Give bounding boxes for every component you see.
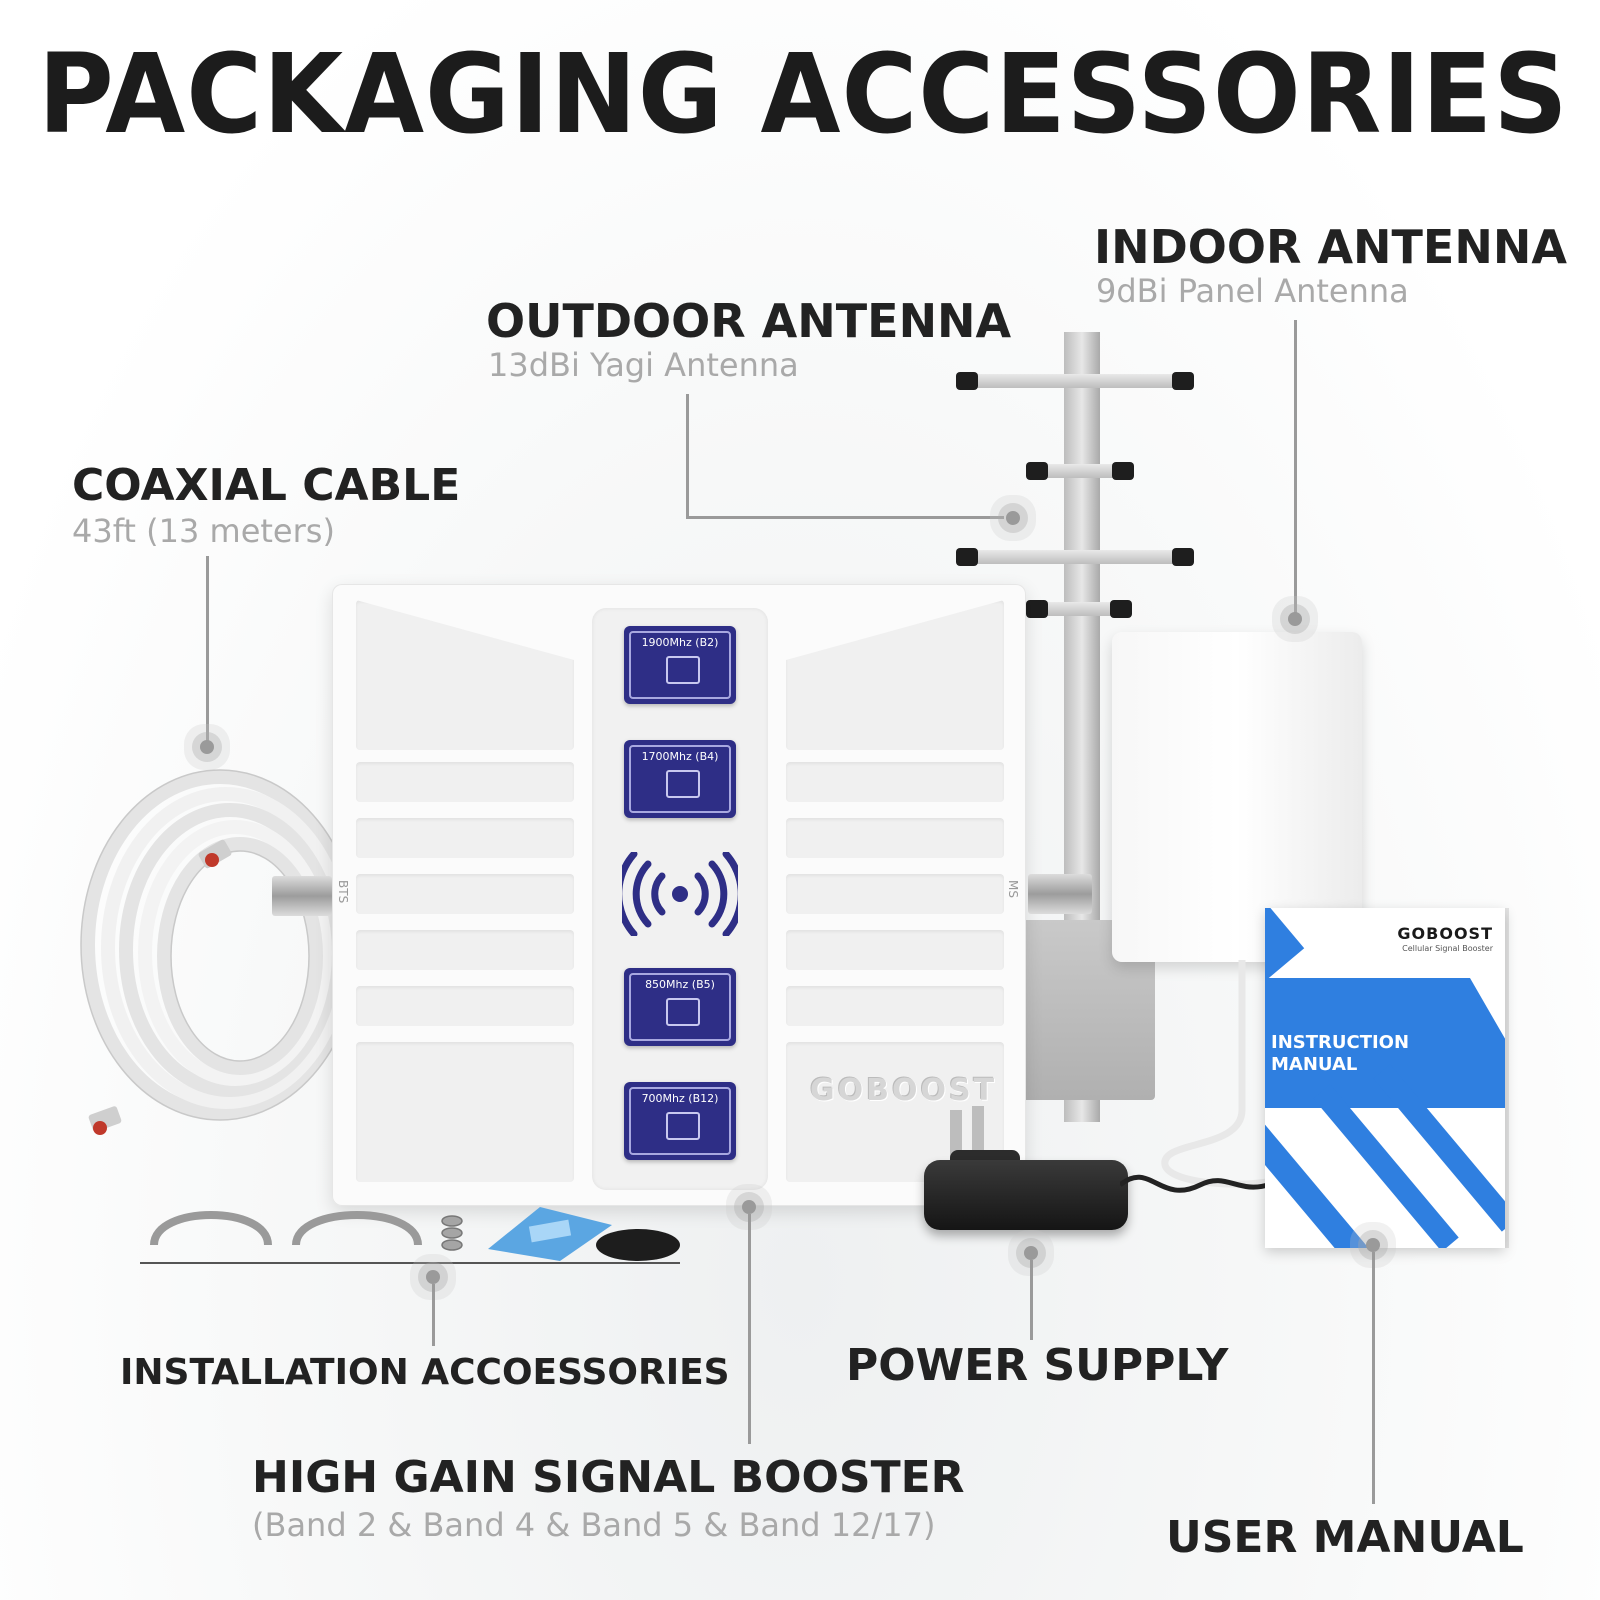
manual-callout-dot (1366, 1238, 1380, 1252)
gauge-icon (666, 1112, 700, 1140)
coaxial-cable-sublabel: 43ft (13 meters) (72, 512, 335, 550)
power-supply-callout-dot (1024, 1246, 1038, 1260)
coaxial-cable-image (80, 769, 360, 1135)
coaxial-cable-label: COAXIAL CABLE (72, 460, 461, 511)
bts-port-label: BTS (336, 880, 350, 904)
gauge-icon (666, 656, 700, 684)
indoor-antenna-label: INDOOR ANTENNA (1094, 220, 1567, 274)
ms-port-label: MS (1006, 880, 1020, 898)
bts-port (272, 876, 332, 916)
signal-booster-label: HIGH GAIN SIGNAL BOOSTER (252, 1452, 965, 1503)
power-cable (1120, 1174, 1280, 1193)
outdoor-antenna-callout-dot (1006, 511, 1020, 525)
wireless-signal-icon (622, 852, 738, 936)
installation-accessories-label: INSTALLATION ACCOESSORIES (120, 1352, 730, 1393)
yagi-element (1030, 602, 1130, 616)
gauge-icon (666, 770, 700, 798)
yagi-element (962, 550, 1192, 564)
yagi-element (962, 374, 1192, 388)
plug-prong (972, 1106, 984, 1160)
installation-callout-dot (426, 1270, 440, 1284)
installation-accessories-image (150, 1207, 680, 1261)
user-manual-image: GOBOOST Cellular Signal Booster INSTRUCT… (1265, 908, 1505, 1248)
band-indicator: 1700Mhz (B4) (624, 740, 736, 818)
manual-title-line2: MANUAL (1271, 1054, 1358, 1075)
indoor-antenna-sublabel: 9dBi Panel Antenna (1096, 272, 1409, 310)
power-supply-label: POWER SUPPLY (846, 1340, 1229, 1391)
plug-prong (950, 1110, 962, 1160)
signal-booster-sublabel: (Band 2 & Band 4 & Band 5 & Band 12/17) (252, 1506, 936, 1544)
yagi-element (1030, 464, 1130, 478)
power-supply-image (924, 1160, 1128, 1230)
manual-tagline: Cellular Signal Booster (1402, 944, 1493, 953)
band-label: 1900Mhz (B2) (641, 636, 719, 649)
band-label: 1700Mhz (B4) (641, 750, 719, 763)
accessories-divider (140, 1262, 680, 1264)
indoor-antenna-callout-dot (1288, 612, 1302, 626)
manual-brand: GOBOOST (1397, 924, 1493, 943)
band-label: 850Mhz (B5) (645, 978, 715, 991)
booster-callout-dot (742, 1200, 756, 1214)
coax-callout-dot (200, 740, 214, 754)
outdoor-antenna-sublabel: 13dBi Yagi Antenna (488, 346, 799, 384)
outdoor-antenna-label: OUTDOOR ANTENNA (486, 294, 1012, 348)
booster-brand-logo: GOBOOST (810, 1073, 998, 1108)
band-label: 700Mhz (B12) (641, 1092, 719, 1105)
ms-port (1028, 874, 1092, 914)
indoor-panel-antenna-image (1112, 632, 1362, 962)
band-indicator: 700Mhz (B12) (624, 1082, 736, 1160)
page-title: PACKAGING ACCESSORIES (38, 30, 1569, 158)
band-indicator: 850Mhz (B5) (624, 968, 736, 1046)
band-indicator: 1900Mhz (B2) (624, 626, 736, 704)
user-manual-label: USER MANUAL (1166, 1512, 1524, 1563)
manual-title-line1: INSTRUCTION (1271, 1032, 1410, 1053)
gauge-icon (666, 998, 700, 1026)
